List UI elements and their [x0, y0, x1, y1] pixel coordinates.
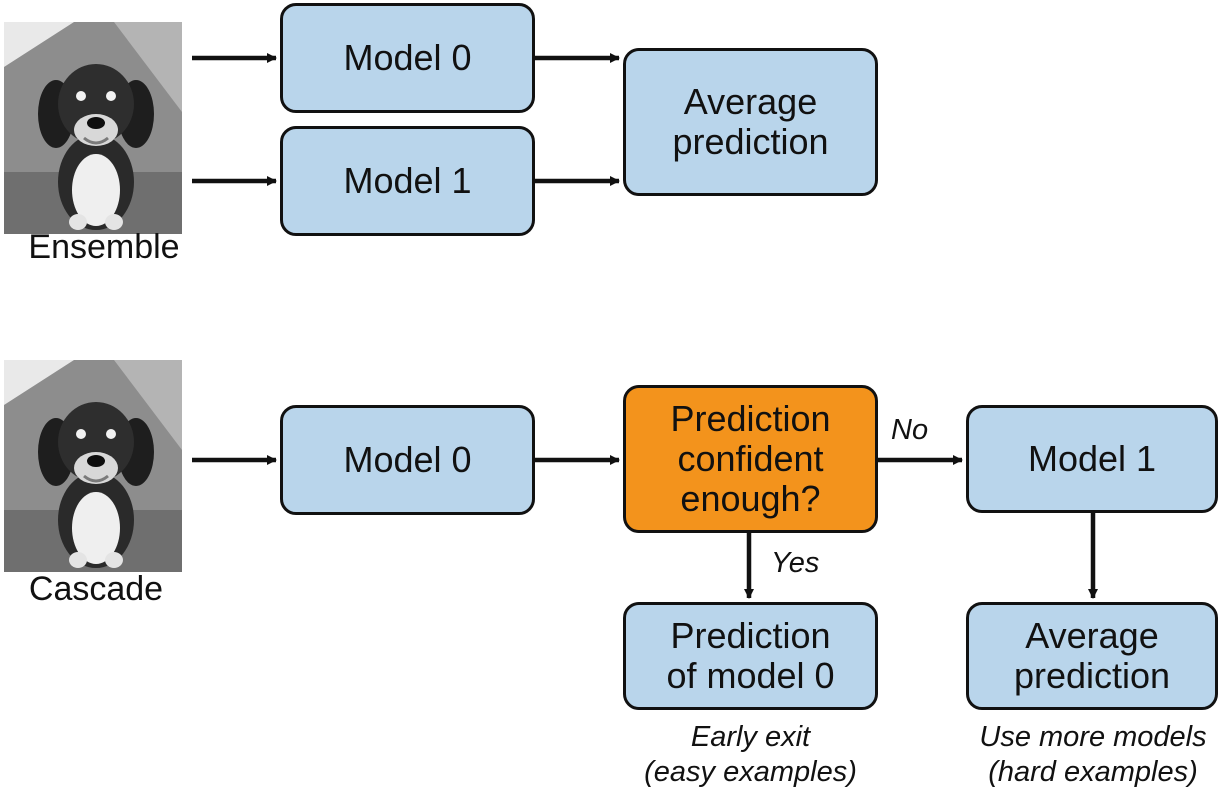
- prediction-model0-box: Prediction of model 0: [623, 602, 878, 710]
- ensemble-model1-box: Model 1: [280, 126, 535, 236]
- ensemble-average-box: Average prediction: [623, 48, 878, 196]
- ensemble-caption: Ensemble: [28, 228, 180, 266]
- early-exit-note: Early exit (easy examples): [644, 721, 857, 788]
- confidence-decision-box: Prediction confident enough?: [623, 385, 878, 533]
- cascade-average-box: Average prediction: [966, 602, 1218, 710]
- more-models-note: Use more models (hard examples): [979, 721, 1207, 788]
- cascade-model1-box: Model 1: [966, 405, 1218, 513]
- cascade-model0-box: Model 0: [280, 405, 535, 515]
- dog-photo-icon: [4, 360, 182, 572]
- cascade-caption: Cascade: [28, 570, 164, 608]
- no-branch-label: No: [891, 414, 929, 446]
- yes-branch-label: Yes: [771, 547, 820, 579]
- dog-photo-icon: [4, 22, 182, 234]
- ensemble-model0-box: Model 0: [280, 3, 535, 113]
